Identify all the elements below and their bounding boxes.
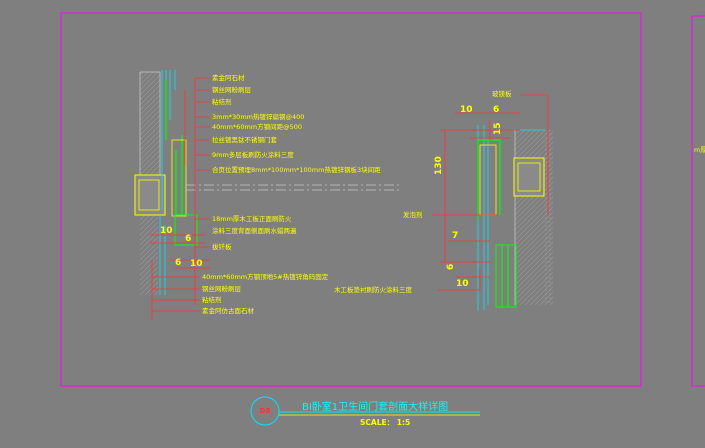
label-l5: 40mm*60mm方钢间距@500 [212, 122, 302, 131]
dim-r-10a: 10 [460, 105, 473, 115]
dim-r-7: 7 [452, 231, 458, 241]
drawing-title: BI卧室1卫生间门套剖面大样详图 [302, 400, 448, 413]
label-l9: 18mm厚木工板正面刷防火 [212, 214, 292, 223]
dim-r-10b: 10 [456, 279, 469, 289]
label-l11: 拔钎板 [212, 242, 232, 251]
label-l15: 素金阿仿古面石材 [202, 306, 255, 315]
left-labels: 素金阿石材 钢丝网粉刷层 粘结剂 3mm*30mm热镀锌扁钢@400 40mm*… [202, 73, 381, 315]
label-r-top: 玻镁板 [492, 89, 512, 98]
title-tag: D8 [260, 407, 271, 415]
right-dimensions: 10 6 15 130 7 6 10 [434, 105, 503, 289]
left-dimensions: 10 6 6 10 [160, 226, 203, 269]
label-l4: 3mm*30mm热镀锌扁钢@400 [212, 112, 304, 121]
label-r-bottom: 木工板垫衬刷防火涂料三度 [334, 285, 413, 294]
right-frame-partial [691, 15, 705, 387]
label-l8: 合页位置预埋8mm*100mm*100mm热镀锌钢板3块间距 [212, 165, 381, 174]
title-block: D8 BI卧室1卫生间门套剖面大样详图 SCALE： 1:5 [250, 396, 480, 427]
dim-l-10b: 10 [190, 259, 203, 269]
dim-l-6b: 6 [175, 258, 181, 268]
dim-l-6a: 6 [185, 234, 191, 244]
dim-r-6b: 6 [446, 264, 456, 270]
right-section [432, 94, 553, 310]
label-l14: 粘结剂 [202, 295, 222, 304]
label-l7: 9mm多层板刷防火涂料三度 [212, 150, 294, 159]
left-section [134, 70, 400, 320]
left-label-leaders [152, 77, 210, 312]
label-r-middle: 发泡剂 [403, 210, 423, 219]
label-l3: 粘结剂 [212, 97, 232, 106]
main-frame [60, 12, 642, 387]
right-edge-text: m厚 [694, 146, 705, 154]
label-l6: 拉丝镀黑钛不锈钢门套 [212, 135, 278, 144]
label-l10: 涂料三度背面侧面刷水蜡两遍 [212, 226, 297, 235]
drawing-scale: SCALE： 1:5 [360, 418, 410, 427]
title-tag-circle [250, 396, 280, 426]
dim-l-10a: 10 [160, 226, 173, 236]
dim-r-6a: 6 [493, 105, 499, 115]
label-l12: 40mm*60mm方钢顶地5#热镀锌角码固定 [202, 272, 329, 281]
label-l1: 素金阿石材 [212, 73, 245, 82]
dim-r-15: 15 [493, 122, 503, 135]
label-l13: 钢丝网粉刷层 [202, 284, 242, 293]
dim-r-130: 130 [434, 156, 444, 175]
right-labels: 玻镁板 发泡剂 木工板垫衬刷防火涂料三度 [334, 89, 512, 294]
label-l2: 钢丝网粉刷层 [212, 85, 252, 94]
